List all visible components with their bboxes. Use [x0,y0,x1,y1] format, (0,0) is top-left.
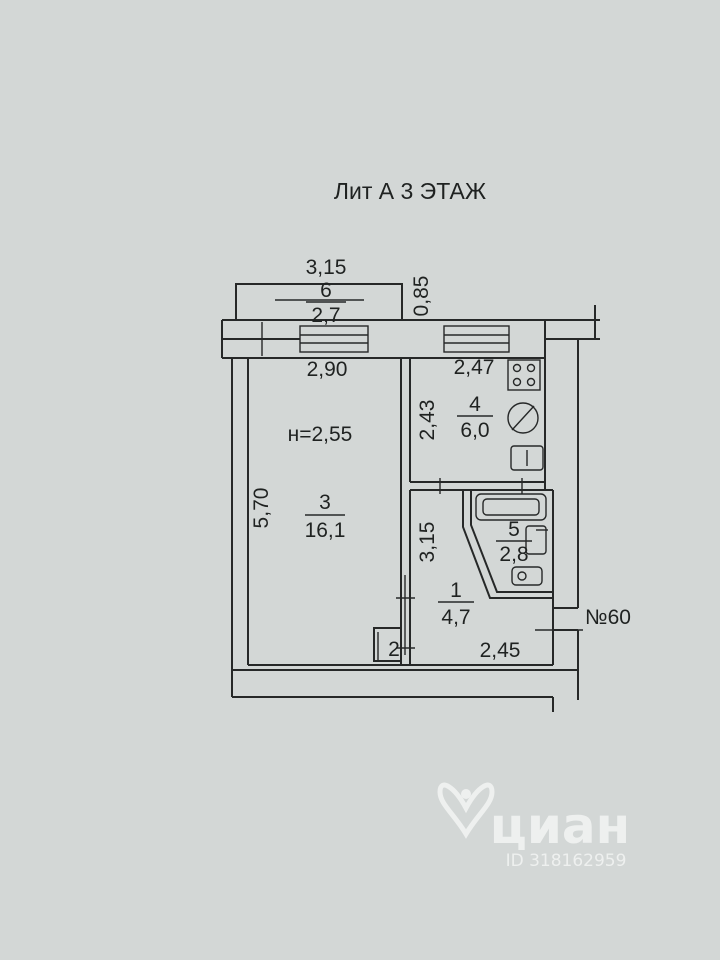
dim-balcony-depth: 0,85 [410,276,433,317]
room-1-label: 1 4,7 [438,579,474,629]
room-number: 4 [469,393,481,416]
stove-icon [507,359,541,391]
watermark-id: ID 318162959 [506,851,627,871]
watermark-brand: циан [490,797,630,855]
room-area: 2,7 [311,304,340,327]
bathroom-partition [462,490,553,599]
dim-kitchen-length: 2,43 [416,400,439,441]
watermark: циан ID 318162959 [437,782,630,871]
dim-room-width: 2,90 [307,358,348,381]
room-6-label: 6 2,7 [306,279,346,327]
room-number: 5 [508,518,520,541]
bathtub-icon [475,493,547,521]
room-3-label: 3 16,1 [305,491,346,542]
dim-kitchen-width: 2,47 [454,356,495,379]
dim-hall-length: 3,15 [416,522,439,563]
washbasin-icon [510,445,544,471]
room-5-label: 5 2,8 [496,518,532,566]
room-area: 16,1 [305,519,346,542]
bath-sink-icon [525,525,547,555]
dim-room-length: 5,70 [250,488,273,529]
ceiling-height: н=2,55 [288,423,353,446]
room-area: 6,0 [460,419,489,442]
dim-hall-width: 2,45 [480,639,521,662]
bottom-wall [231,658,578,712]
top-wall [221,305,600,359]
window-kitchen [443,325,510,353]
location-pin-icon [437,782,495,839]
left-wall [231,358,249,670]
room-area: 2,8 [499,543,528,566]
dim-balcony-width: 3,15 [306,256,347,279]
room-number: 6 [320,279,332,302]
closet [373,627,402,662]
plan-title: Лит А 3 ЭТАЖ [334,178,486,204]
apartment-number: №60 [585,606,631,629]
toilet-icon [511,566,543,586]
room-2-label: 2 [388,638,400,661]
right-wall [544,358,579,700]
window-room [299,325,369,353]
room-4-label: 4 6,0 [457,393,493,442]
room-area: 4,7 [441,606,470,629]
apartment-marker: №60 [535,606,631,631]
door-marks [396,478,548,649]
room-number: 1 [450,579,462,602]
sink-icon [507,402,539,434]
room-number: 3 [319,491,331,514]
